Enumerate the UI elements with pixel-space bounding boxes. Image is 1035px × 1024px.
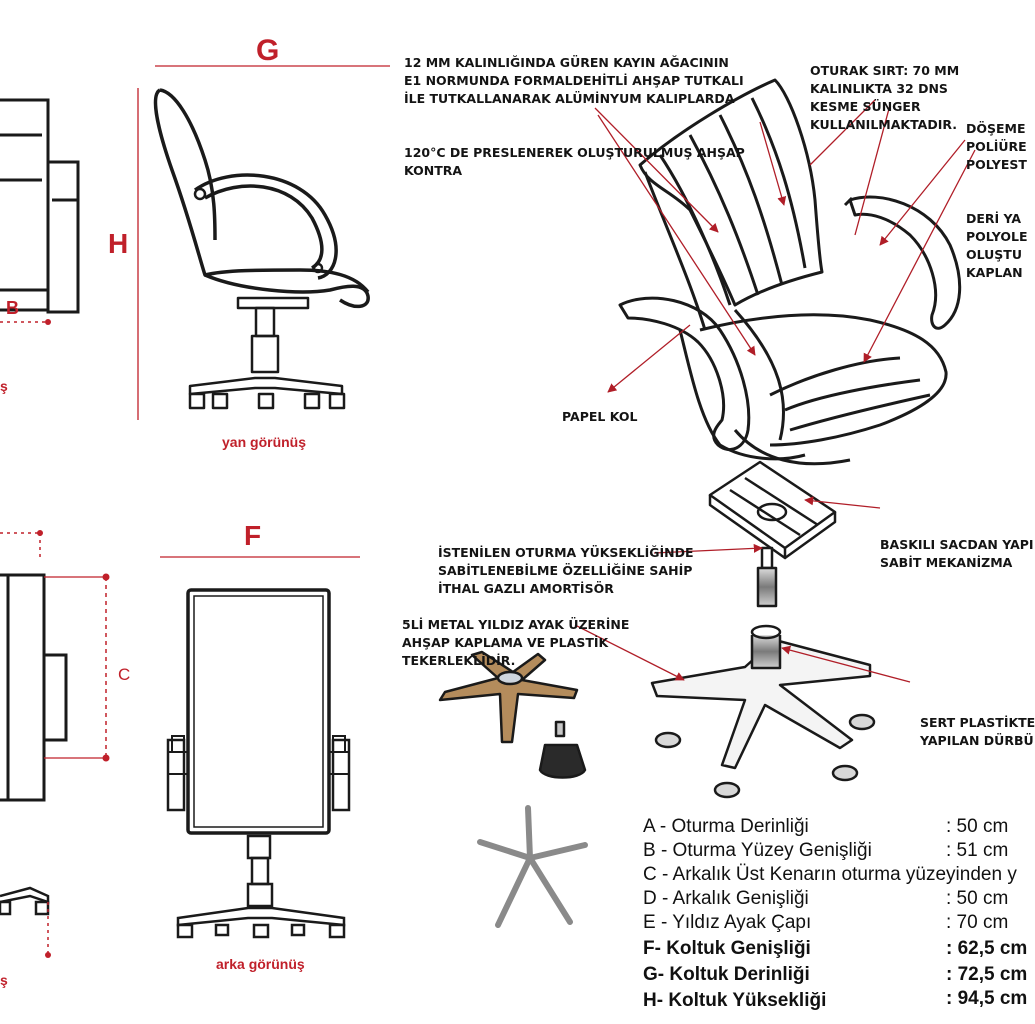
- dim-g-label: G: [256, 34, 280, 67]
- dim-b-label: B: [6, 298, 19, 318]
- spec-e-label: E - Yıldız Ayak Çapı: [643, 912, 812, 933]
- back-view-caption: arka görünüş: [216, 956, 305, 972]
- leader-arrows: [574, 99, 976, 683]
- exploded-chair-main: [618, 78, 962, 466]
- spec-b-value: : 51 cm: [946, 840, 1009, 861]
- exploded-parts: [438, 460, 876, 928]
- spec-e-value: : 70 cm: [946, 912, 1009, 933]
- side-view-caption: yan görünüş: [222, 434, 307, 450]
- spec-a-value: : 50 cm: [946, 816, 1009, 837]
- spec-f-label: F- Koltuk Genişliği: [643, 938, 811, 959]
- cropped-caption-top: ş: [0, 378, 8, 394]
- side-view: [137, 65, 390, 420]
- spec-g-label: G- Koltuk Derinliği: [643, 964, 810, 985]
- spec-d-label: D - Arkalık Genişliği: [643, 888, 809, 909]
- spec-b-label: B - Oturma Yüzey Genişliği: [643, 840, 872, 861]
- spec-g-value: : 72,5 cm: [946, 964, 1028, 985]
- spec-a-label: A - Oturma Derinliği: [643, 816, 809, 837]
- cropped-caption-bottom: ş: [0, 972, 8, 988]
- dim-f-label: F: [244, 520, 262, 551]
- top-view-cropped: [0, 530, 110, 958]
- dim-h-label: H: [108, 228, 129, 259]
- back-view: [160, 556, 360, 939]
- arm-note: PAPEL KOL: [562, 409, 638, 424]
- spec-c-label: C - Arkalık Üst Kenarın oturma yüzeyinde…: [643, 864, 1017, 885]
- spec-d-value: : 50 cm: [946, 888, 1009, 909]
- spec-h-label: H- Koltuk Yüksekliği: [643, 990, 827, 1011]
- front-view-cropped: [0, 98, 80, 325]
- spec-f-value: : 62,5 cm: [946, 938, 1028, 959]
- dim-c-label: C: [118, 665, 131, 684]
- spec-h-value: : 94,5 cm: [946, 988, 1028, 1009]
